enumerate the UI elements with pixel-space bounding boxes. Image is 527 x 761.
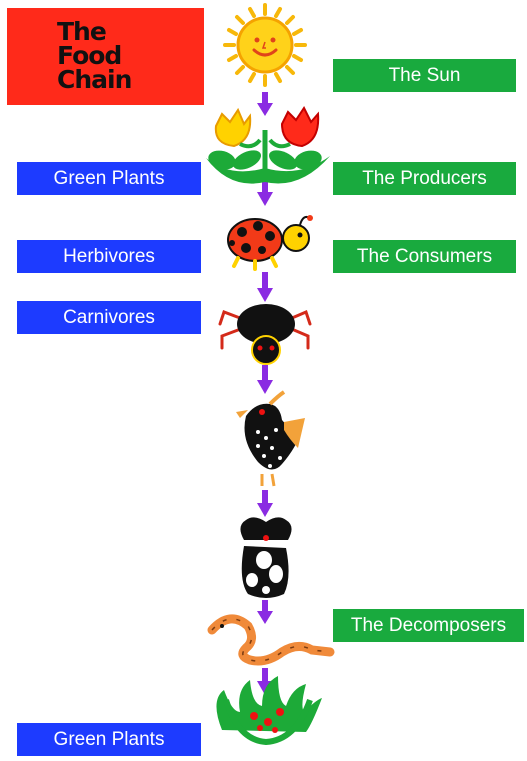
arrow-5 bbox=[257, 490, 273, 517]
grass-icon bbox=[216, 676, 322, 742]
arrow-1 bbox=[257, 92, 273, 116]
sun-icon bbox=[225, 5, 305, 85]
arrow-4 bbox=[257, 365, 273, 394]
arrow-3 bbox=[257, 272, 273, 302]
spider-icon bbox=[220, 304, 310, 364]
bear-icon bbox=[240, 517, 291, 598]
arrow-2 bbox=[257, 181, 273, 206]
arrow-6 bbox=[257, 600, 273, 624]
snake-icon bbox=[212, 619, 330, 661]
flowers-icon bbox=[206, 108, 330, 184]
ladybug-icon bbox=[228, 215, 313, 269]
bird-icon bbox=[236, 392, 305, 486]
